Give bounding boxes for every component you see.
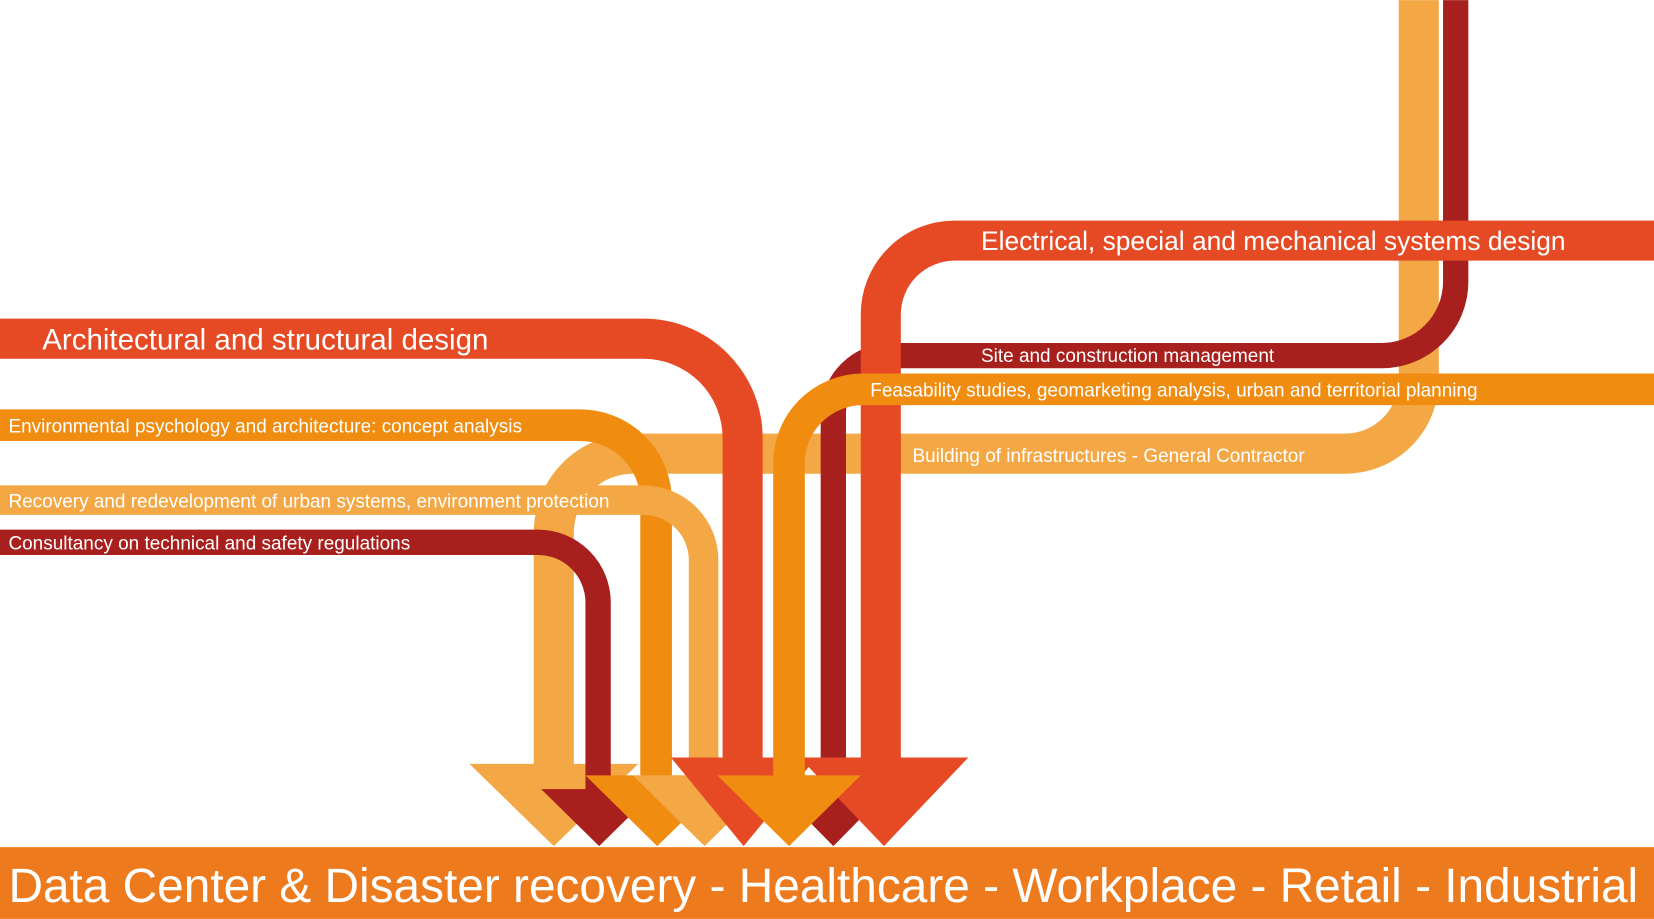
flow-electrical: [799, 220, 1654, 847]
flow-electrical-path: [860, 220, 1654, 760]
label-building: Building of infrastructures - General Co…: [912, 446, 1304, 467]
flow-recovery-path: [0, 485, 719, 778]
label-environmental: Environmental psychology and architectur…: [8, 417, 522, 438]
flow-consultancy-path: [0, 529, 611, 792]
flow-architectural-path: [0, 318, 763, 760]
flow-feasibility: [717, 373, 1654, 847]
footer-sectors: Data Center & Disaster recovery - Health…: [8, 859, 1638, 913]
footer-bar: [0, 847, 1654, 919]
label-feasibility: Feasability studies, geomarketing analys…: [870, 381, 1477, 402]
label-architectural: Architectural and structural design: [42, 323, 488, 356]
label-consultancy: Consultancy on technical and safety regu…: [8, 534, 410, 555]
label-electrical: Electrical, special and mechanical syste…: [981, 226, 1566, 256]
label-recovery: Recovery and redevelopment of urban syst…: [8, 491, 609, 512]
flow-feasibility-arrowhead: [717, 775, 861, 847]
label-site: Site and construction management: [981, 346, 1275, 367]
flow-feasibility-path: [773, 373, 1654, 778]
